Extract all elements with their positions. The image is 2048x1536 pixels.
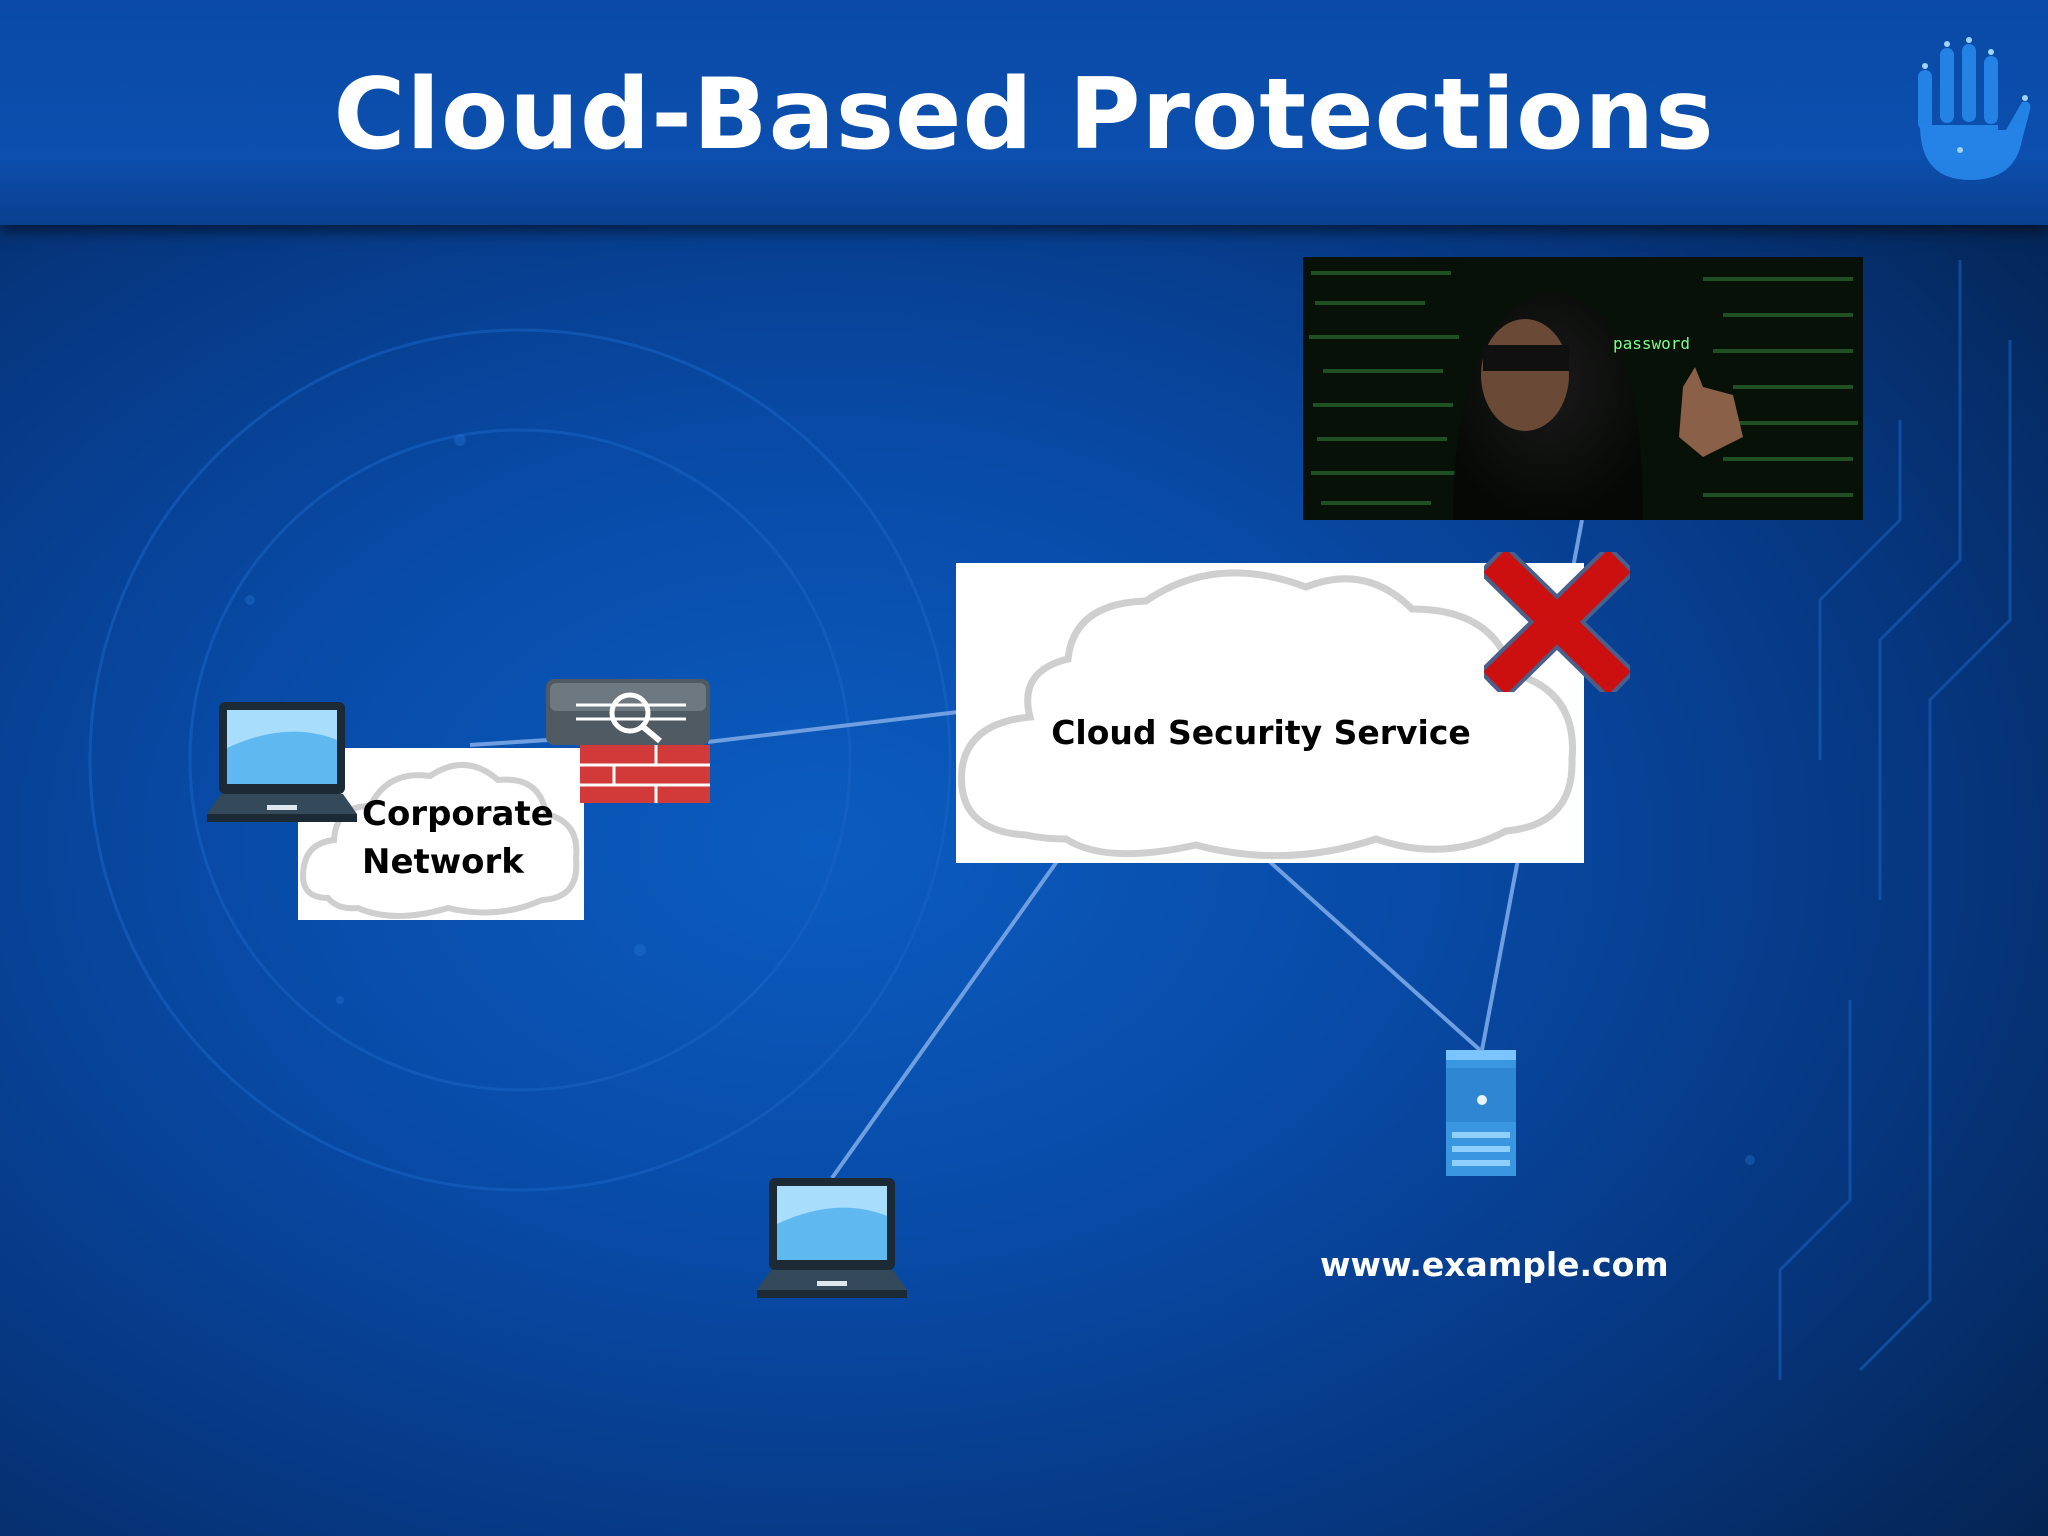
cloud-shape-icon: [300, 761, 580, 919]
server-icon: [1446, 1050, 1516, 1176]
laptop-icon: [757, 1178, 907, 1298]
red-x-icon: [1484, 552, 1630, 692]
link-corporate-firewall: [469, 738, 549, 747]
hacker-photo-text: password: [1613, 334, 1690, 353]
cloud-security-service-label: Cloud Security Service: [1051, 713, 1471, 752]
firewall-icon: [546, 679, 710, 803]
server-url-label: www.example.com: [1320, 1245, 1669, 1284]
page-title: Cloud-Based Protections: [333, 58, 1715, 172]
cloud-security-service: Cloud Security Service: [956, 563, 1584, 863]
corporate-network-cloud: Corporate Network: [298, 748, 584, 920]
hand-logo-icon: [1918, 37, 2031, 180]
cloud-shape-icon: [958, 569, 1576, 860]
corporate-network-label: Corporate Network: [362, 794, 554, 882]
link-cloud-server: [1268, 860, 1482, 1052]
hacker-photo: password: [1303, 257, 1863, 520]
header-bar: [0, 0, 2048, 225]
link-cloud-remote-laptop: [830, 858, 1060, 1180]
laptop-icon: [207, 702, 357, 822]
link-firewall-cloud: [707, 710, 959, 744]
